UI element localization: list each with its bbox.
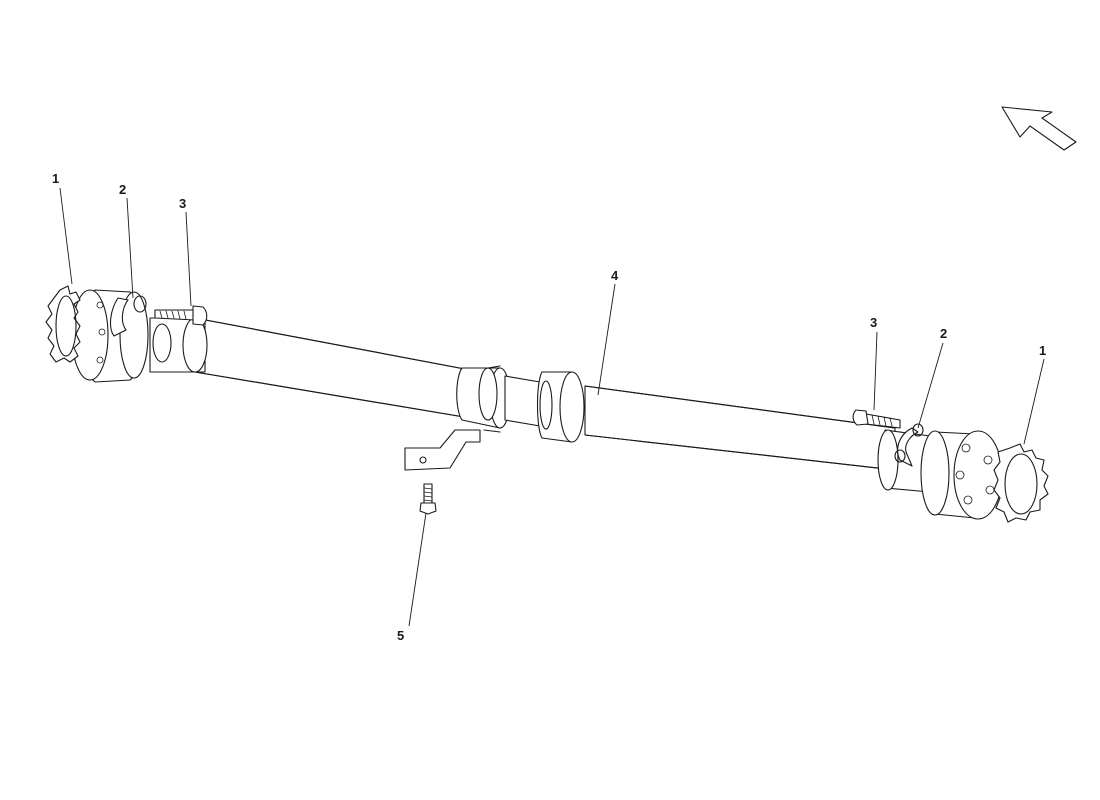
left-retaining-ring xyxy=(45,285,81,363)
callout-left-bolt: 3 xyxy=(179,196,186,211)
callout-right-bolt: 3 xyxy=(870,315,877,330)
leader-lines xyxy=(59,187,1045,627)
callout-bracket-bolt: 5 xyxy=(397,628,404,643)
bracket-bolt xyxy=(419,483,437,515)
callout-labels: 1 2 3 4 5 3 2 1 xyxy=(52,171,1046,643)
callout-right-ring: 1 xyxy=(1039,343,1046,358)
right-clamp xyxy=(894,423,924,467)
callout-shaft: 4 xyxy=(611,268,619,283)
callout-left-clamp: 2 xyxy=(119,182,126,197)
right-cv-joint xyxy=(877,429,1003,520)
right-bolt xyxy=(852,409,901,429)
right-retaining-ring xyxy=(993,443,1049,523)
callout-left-ring: 1 xyxy=(52,171,59,186)
center-bearing xyxy=(404,365,585,471)
callout-right-clamp: 2 xyxy=(940,326,947,341)
left-clamp xyxy=(109,295,147,337)
drive-shaft-tube xyxy=(194,317,896,471)
arrow-up-left-icon xyxy=(1001,106,1077,151)
left-cv-joint xyxy=(71,289,208,383)
left-bolt xyxy=(154,305,208,326)
